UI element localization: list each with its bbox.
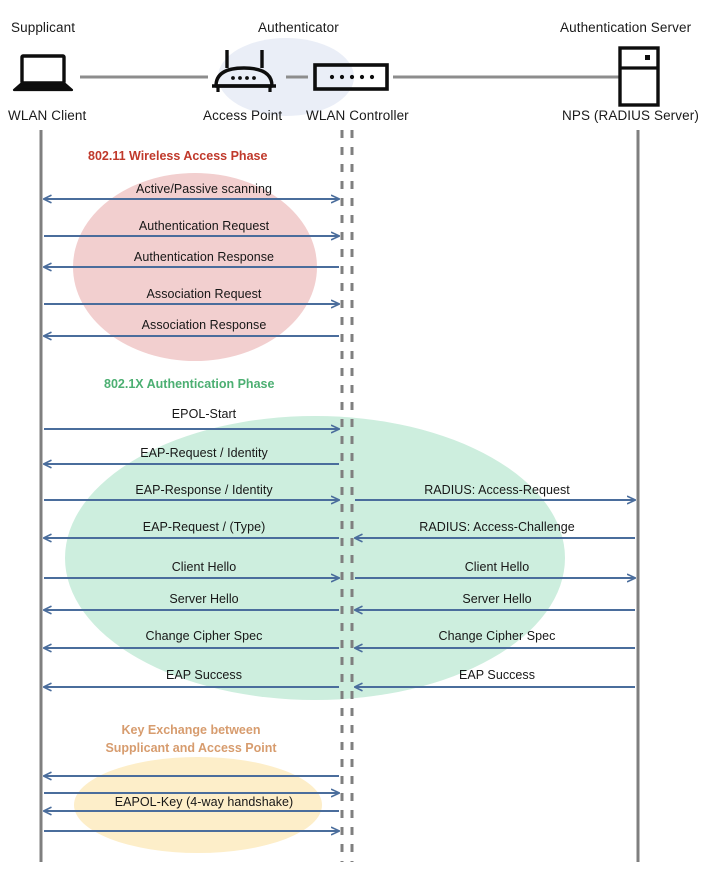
server-icon <box>618 46 660 107</box>
actor-device-access-point: Access Point <box>203 108 283 123</box>
message-label-radius-access-challenge: RADIUS: Access-Challenge <box>419 520 575 534</box>
message-label-server-hello-right: Server Hello <box>462 592 532 606</box>
message-label-authentication-request: Authentication Request <box>138 219 270 233</box>
actor-device-nps-radius-server: NPS (RADIUS Server) <box>562 108 699 123</box>
phase-8021x-ellipse <box>65 416 565 700</box>
actor-device-wlan-controller: WLAN Controller <box>306 108 409 123</box>
wlan-controller-icon <box>313 63 389 91</box>
message-label-eapol-key-handshake: EAPOL-Key (4-way handshake) <box>114 795 294 809</box>
message-label-client-hello-left: Client Hello <box>171 560 237 574</box>
phase-label-8021x: 802.1X Authentication Phase <box>104 377 275 391</box>
message-label-change-cipher-spec-right: Change Cipher Spec <box>438 629 556 643</box>
actor-role-authenticator: Authenticator <box>258 20 339 35</box>
message-label-eap-success-left: EAP Success <box>165 668 243 682</box>
access-point-icon <box>212 50 276 92</box>
phase-label-key-exchange-line1: Key Exchange between <box>121 723 261 737</box>
message-label-eap-success-right: EAP Success <box>458 668 536 682</box>
message-label-eap-request-identity: EAP-Request / Identity <box>140 446 268 460</box>
message-label-active-passive-scanning: Active/Passive scanning <box>136 182 272 196</box>
actor-role-supplicant: Supplicant <box>11 20 76 35</box>
message-label-change-cipher-spec-left: Change Cipher Spec <box>145 629 263 643</box>
message-label-server-hello-left: Server Hello <box>169 592 239 606</box>
message-label-association-response: Association Response <box>141 318 267 332</box>
message-label-association-request: Association Request <box>146 287 262 301</box>
actor-role-authentication-server: Authentication Server <box>560 20 692 35</box>
phase-label-key-exchange: Key Exchange between Supplicant and Acce… <box>96 721 286 757</box>
message-label-epol-start: EPOL-Start <box>171 407 237 421</box>
actor-device-wlan-client: WLAN Client <box>8 108 87 123</box>
phase-keyexchange-ellipse <box>74 757 322 853</box>
message-label-eap-request-type: EAP-Request / (Type) <box>142 520 266 534</box>
phase-label-key-exchange-line2: Supplicant and Access Point <box>105 741 277 755</box>
message-label-client-hello-right: Client Hello <box>464 560 530 574</box>
message-label-eap-response-identity: EAP-Response / Identity <box>135 483 273 497</box>
phase-label-80211: 802.11 Wireless Access Phase <box>88 149 268 163</box>
message-label-radius-access-request: RADIUS: Access-Request <box>424 483 570 497</box>
laptop-icon <box>12 54 74 92</box>
message-label-authentication-response: Authentication Response <box>133 250 275 264</box>
